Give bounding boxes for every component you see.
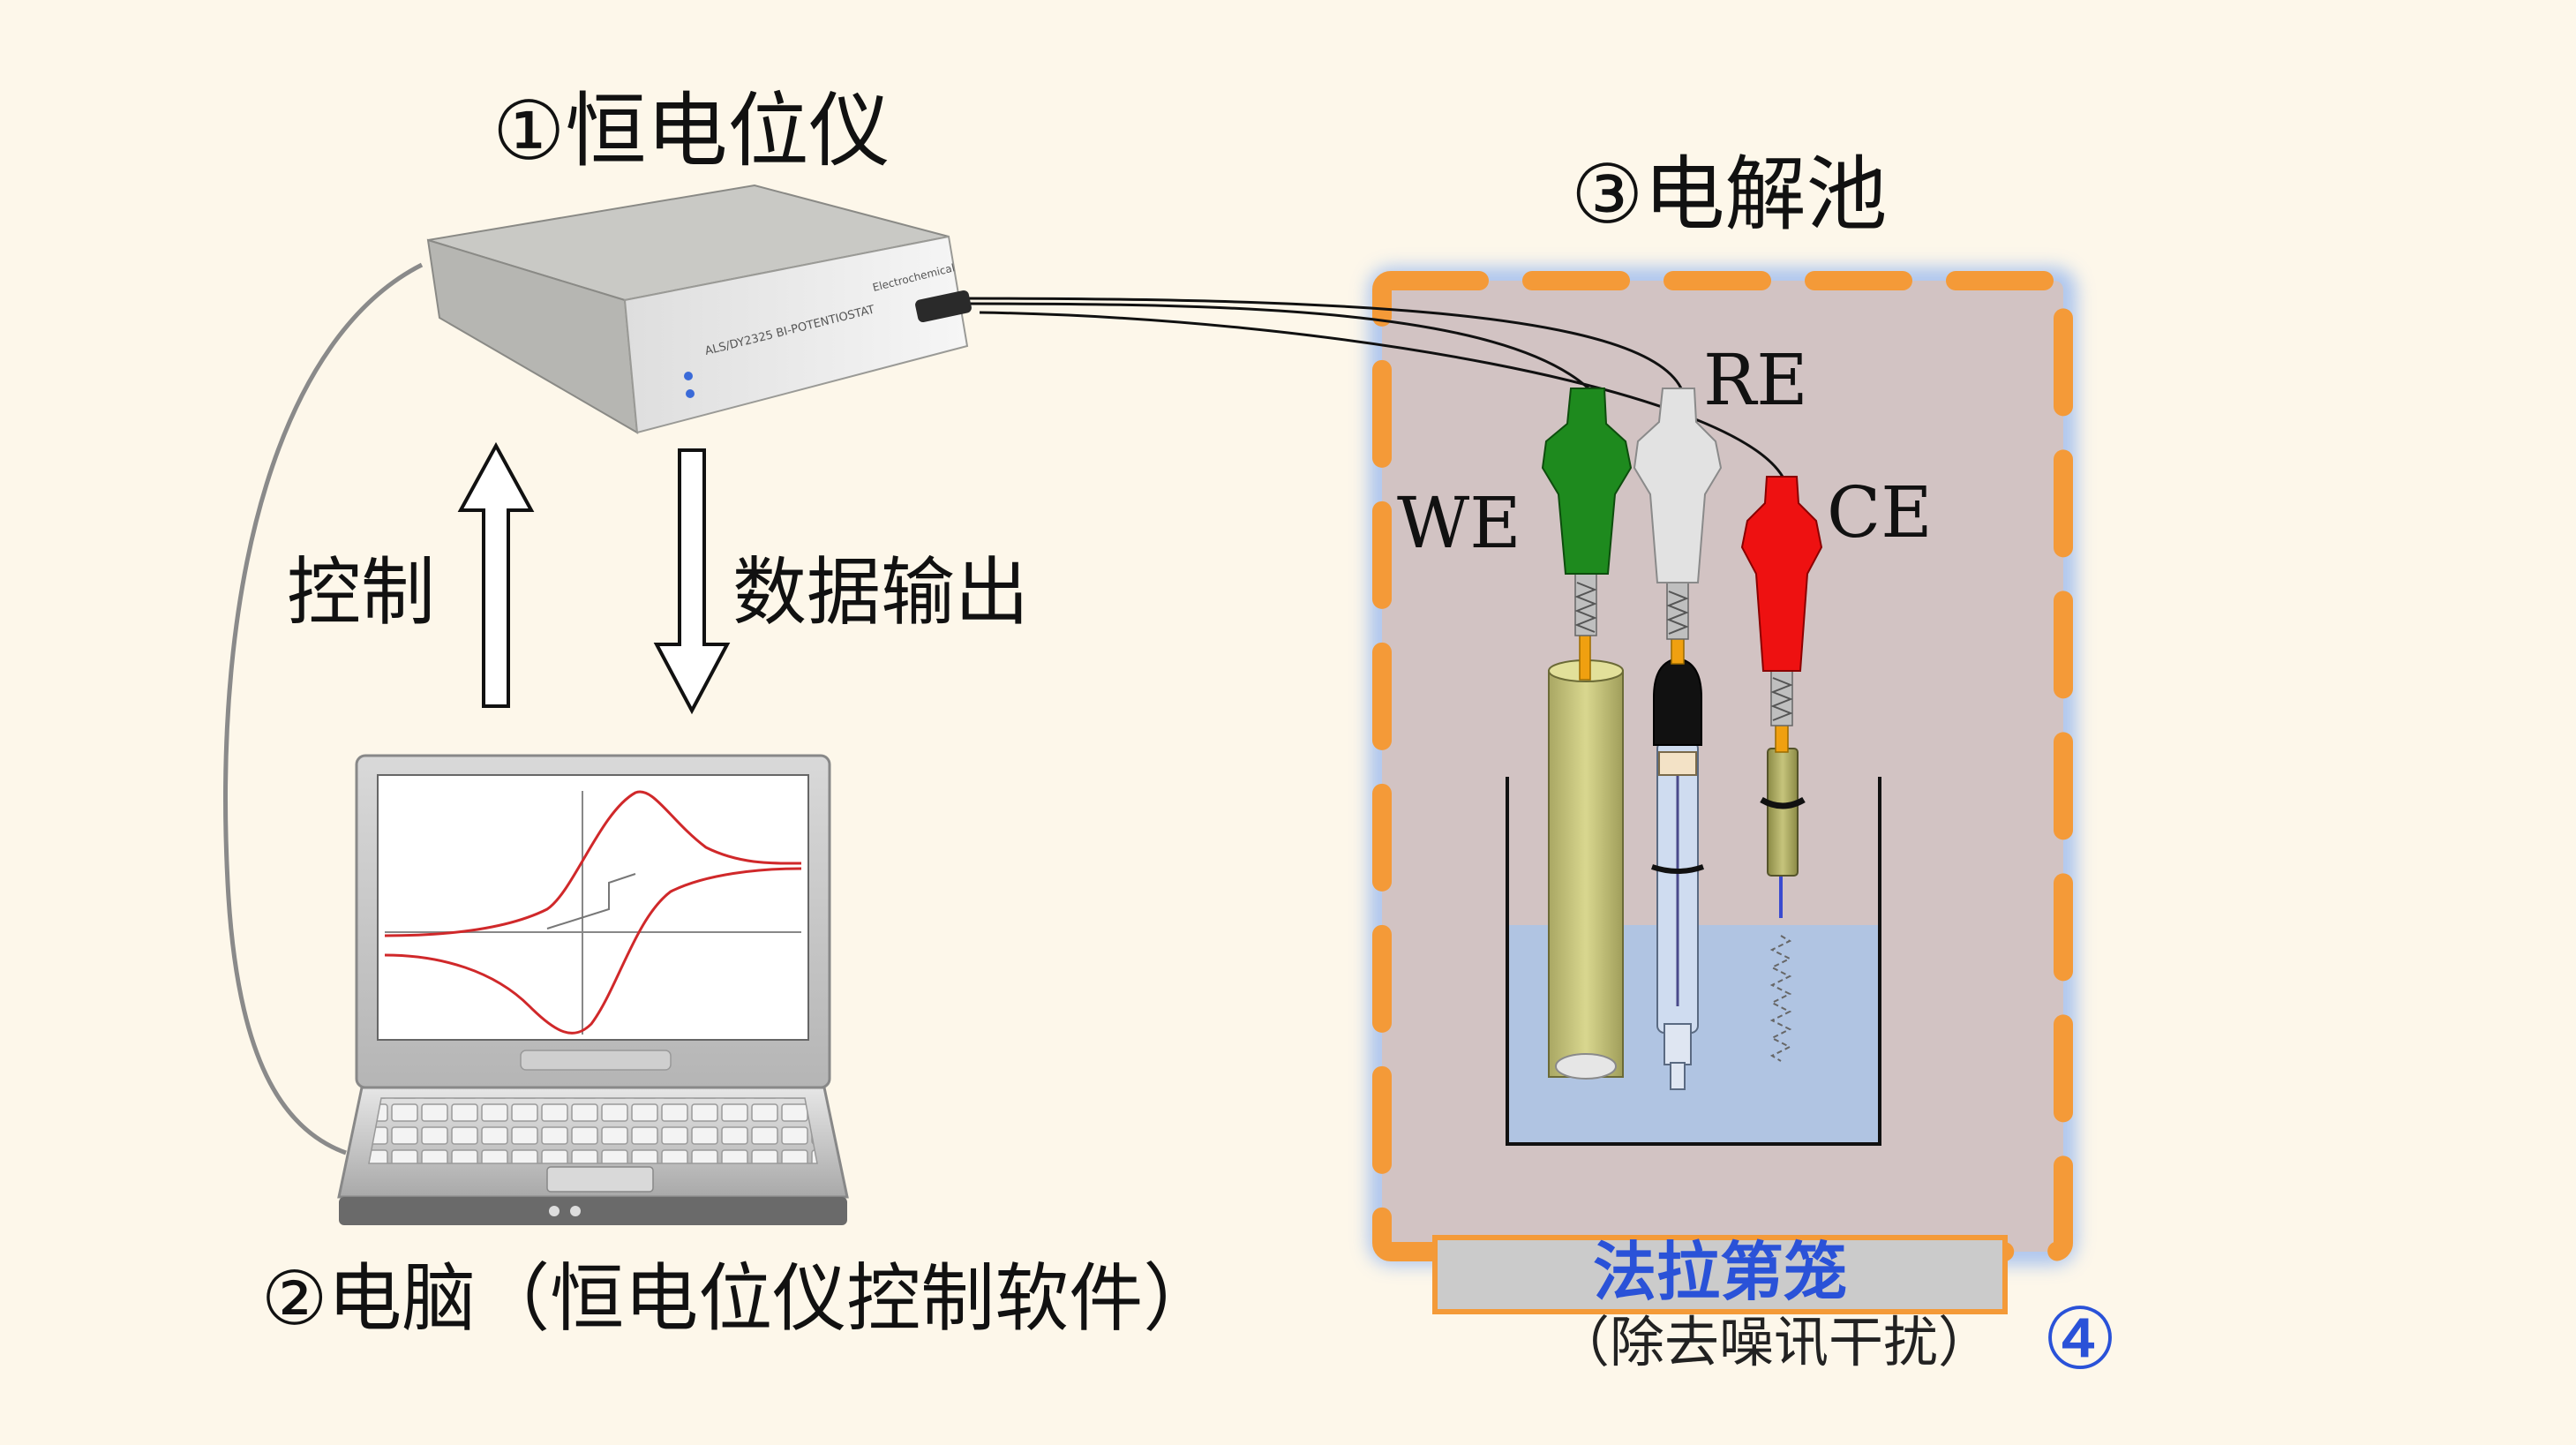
working-electrode xyxy=(1541,388,1633,1080)
ce-wire xyxy=(979,311,1784,478)
re-wire xyxy=(948,297,1683,389)
beaker-wall xyxy=(1506,777,1881,1146)
laptop-screen xyxy=(377,774,809,1041)
ce-label: CE xyxy=(1827,471,1933,553)
potentiostat-connector xyxy=(915,290,972,323)
faraday-cage-text: 法拉第笼 xyxy=(1593,1235,1847,1309)
potentiostat-device: ALS/DY2325 BI-POTENTIOSTAT Electrochemic… xyxy=(426,184,972,434)
counter-electrode xyxy=(1740,476,1823,1062)
computer-label: ②电脑（恒电位仪控制软件） xyxy=(261,1255,1217,1342)
ce-holder xyxy=(1767,748,1799,877)
noise-removal-text: （除去噪讯干扰） xyxy=(1555,1310,1993,1374)
potentiostat-label: ①恒电位仪 xyxy=(492,84,890,178)
cv-forward-scan xyxy=(384,790,802,937)
cell-label: ③电解池 xyxy=(1571,147,1887,242)
re-label: RE xyxy=(1703,339,1808,421)
cv-reverse-scan xyxy=(384,867,802,1035)
we-tube xyxy=(1548,670,1624,1078)
data-output-arrow xyxy=(653,448,731,715)
ce-clip xyxy=(1740,476,1823,672)
re-tip xyxy=(1664,1023,1692,1065)
ce-platinum-coil xyxy=(1769,935,1792,1062)
we-wire xyxy=(965,302,1590,390)
laptop xyxy=(337,754,849,1225)
cage-number: ④ xyxy=(2042,1290,2118,1389)
re-clip xyxy=(1633,388,1723,583)
laptop-front-edge xyxy=(339,1197,847,1225)
data-output-label: 数据输出 xyxy=(732,549,1029,636)
re-cap xyxy=(1653,657,1702,746)
laptop-touchpad xyxy=(546,1166,654,1193)
electrode-wires xyxy=(948,297,1784,478)
we-disk xyxy=(1555,1053,1617,1080)
reference-electrode xyxy=(1633,388,1723,1090)
we-label: WE xyxy=(1397,482,1521,564)
usb-cable xyxy=(223,262,424,1155)
cage-label-box xyxy=(1432,1235,2008,1314)
cv-plot xyxy=(384,790,802,1035)
control-arrow xyxy=(457,441,535,708)
we-clip xyxy=(1541,388,1633,575)
laptop-keyboard xyxy=(368,1097,818,1164)
control-label: 控制 xyxy=(287,549,435,636)
laptop-status-strip xyxy=(520,1050,672,1071)
potentiostat-front xyxy=(623,235,969,434)
faraday-cage-label: 法拉第笼 xyxy=(1432,1235,2008,1314)
re-band xyxy=(1651,864,1704,874)
